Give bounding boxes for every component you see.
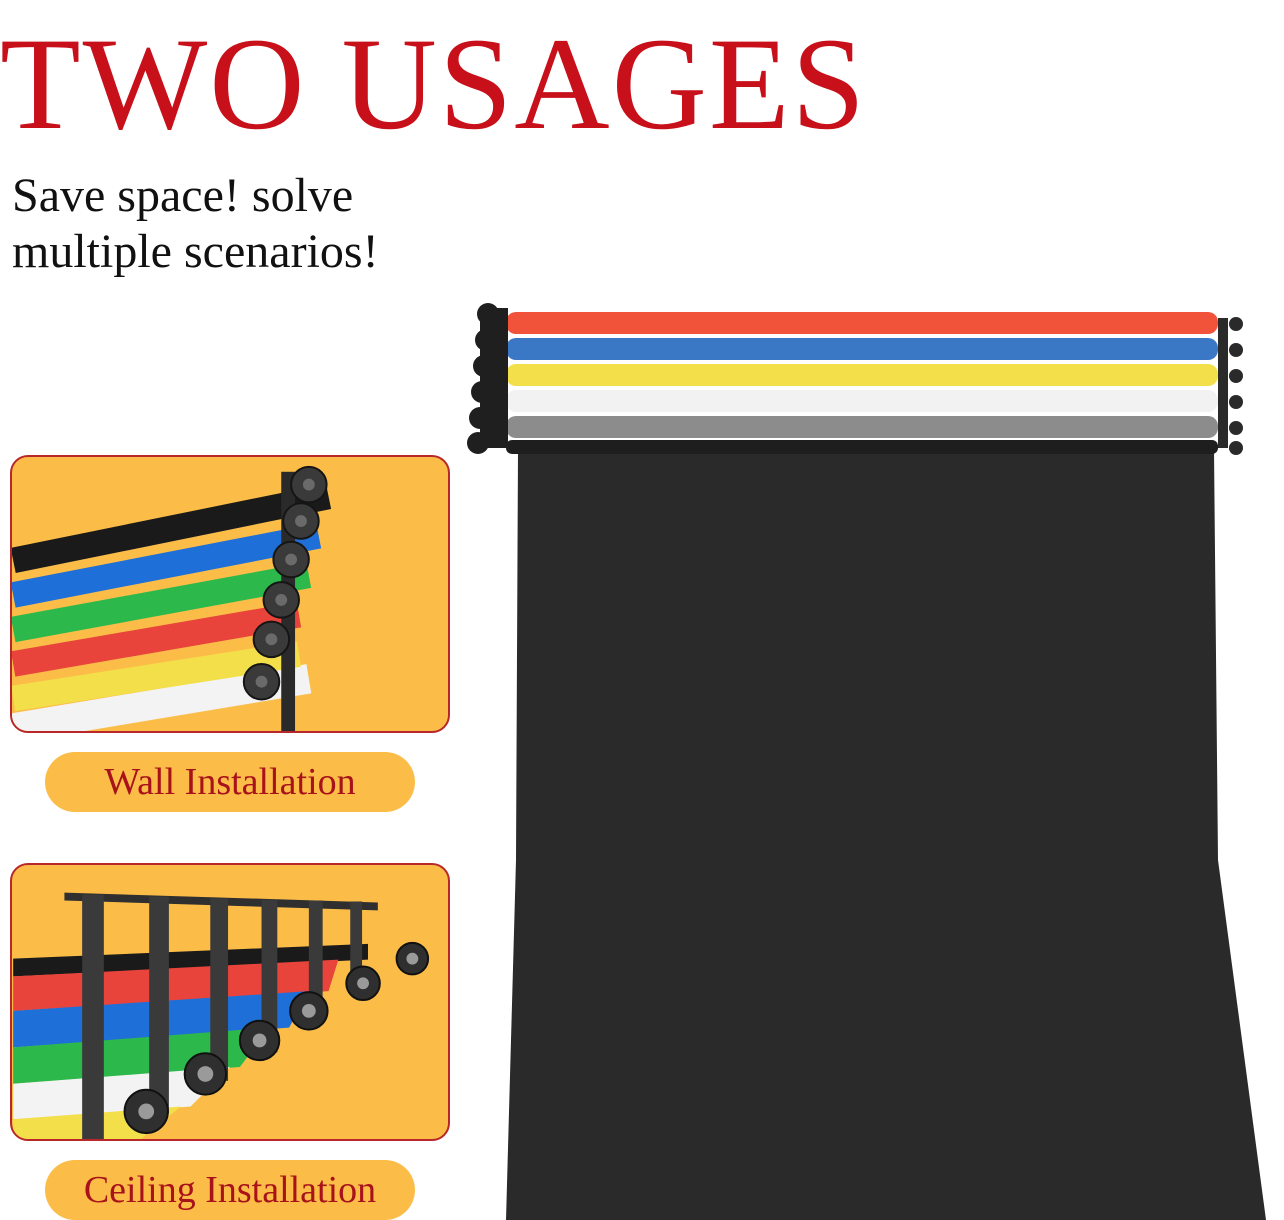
roller-bracket-icon — [12, 465, 332, 731]
ceiling-installation-label: Ceiling Installation — [45, 1160, 415, 1220]
wall-installation-photo — [10, 455, 450, 733]
wall-installation-label: Wall Installation — [45, 752, 415, 812]
headline: TWO USAGES — [0, 10, 867, 157]
ceiling-mount-icon — [13, 892, 430, 1139]
subheadline: Save space! solve multiple scenarios! — [12, 168, 379, 280]
subheadline-line-1: Save space! solve — [12, 169, 354, 222]
backdrop-display — [466, 300, 1266, 1220]
backdrop-paper-icon — [467, 303, 1266, 1220]
subheadline-line-2: multiple scenarios! — [12, 225, 379, 278]
ceiling-installation-photo — [10, 863, 450, 1141]
